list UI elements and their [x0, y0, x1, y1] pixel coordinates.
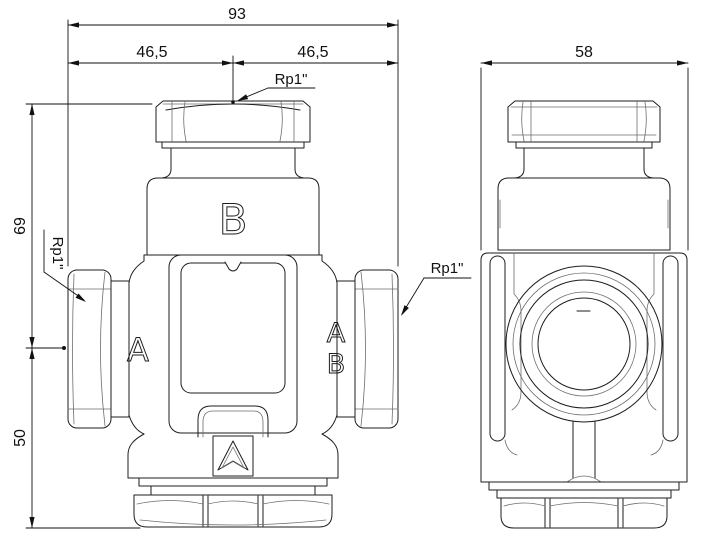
dimension-side-depth: 58 — [480, 44, 689, 251]
side-main-body — [480, 252, 688, 483]
dimension-lower-height: 50 — [12, 347, 141, 529]
port-label-ab-a: A — [327, 318, 346, 349]
port-label-b-top: B — [219, 195, 248, 244]
front-top-nut — [155, 100, 311, 179]
dim-46-5-right-text: 46,5 — [297, 44, 328, 61]
front-bottom-nut — [133, 477, 333, 528]
front-upper-body: B — [146, 177, 320, 256]
side-bottom-nut — [488, 481, 680, 529]
rp1-top-text: Rp1" — [275, 71, 308, 88]
thread-label-top: Rp1" — [235, 71, 316, 104]
dim-93-text: 93 — [228, 6, 246, 23]
dimension-upper-height: 69 — [12, 103, 153, 350]
dimension-half-widths: 46,5 46,5 — [67, 44, 399, 104]
thread-label-left: Rp1" — [43, 229, 88, 305]
front-view: B A — [67, 100, 399, 528]
brand-arrow-logo — [212, 435, 254, 477]
plate-notch — [225, 261, 241, 272]
dim-46-5-left-text: 46,5 — [136, 44, 167, 61]
front-right-port: A B — [326, 269, 399, 429]
dimension-overall-width: 93 — [67, 6, 399, 267]
side-upper-body — [497, 177, 671, 251]
thread-label-right: Rp1" — [398, 260, 472, 318]
front-left-port: A — [67, 269, 150, 429]
dim-58-text: 58 — [575, 44, 593, 61]
side-view — [480, 100, 688, 529]
dim-69-text: 69 — [12, 217, 29, 235]
dim-50-text: 50 — [12, 429, 29, 447]
front-main-body — [127, 254, 339, 479]
rp1-right-text: Rp1" — [431, 260, 464, 277]
port-label-a-left: A — [127, 331, 149, 369]
port-label-ab-b: B — [327, 349, 346, 380]
side-top-nut — [507, 100, 661, 179]
rp1-left-text: Rp1" — [49, 237, 66, 270]
